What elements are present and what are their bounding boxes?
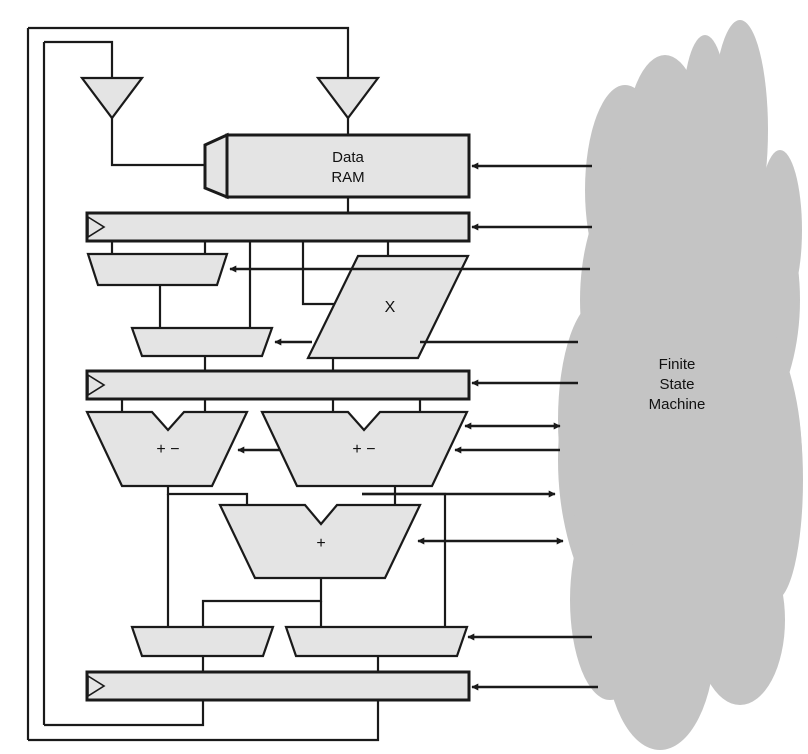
ram-label-line1: Data [332,149,364,166]
multiplier: X [306,254,470,360]
mux-top [86,252,229,287]
adder-left: + − [85,410,249,488]
register-1 [85,211,471,243]
fsm-label-line2: State [659,376,694,393]
mux-middle [130,326,274,358]
fsm-cloud: Finite State Machine [558,20,803,750]
multiplier-label: X [385,299,396,316]
adder-bottom-label: + [316,535,325,552]
feedback-wires [26,26,380,742]
adder-left-label: + − [156,441,179,458]
adder-bottom: + [218,503,422,580]
bottom-mux-feed-wires [201,578,323,627]
data-ram: Data RAM [203,132,471,200]
mux-bottom-left [130,625,275,658]
mux-bottom-right [284,625,469,658]
register-3 [85,670,471,702]
register-2 [85,369,471,401]
ram-label-line2: RAM [331,169,364,186]
control-arrows [229,162,598,691]
adder-right: + − [260,410,469,488]
fsm-label-line1: Finite [659,356,696,373]
adder-right-label: + − [352,441,375,458]
register-2-taps [120,399,422,412]
fsm-label-line3: Machine [649,396,706,413]
register-1-taps [110,241,390,328]
buffer-left [79,76,145,120]
buffer-left-wire [110,118,205,167]
buffer-right [315,76,381,120]
